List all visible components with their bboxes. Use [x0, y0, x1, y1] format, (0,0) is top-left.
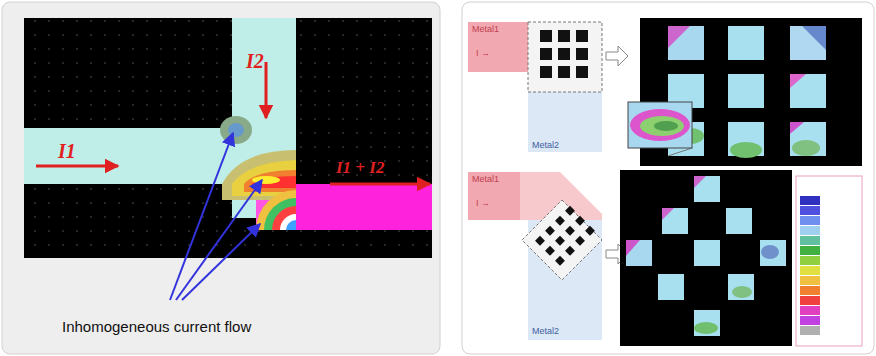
note-text: Inhomogeneous current flow: [62, 318, 251, 335]
via-square: [545, 246, 555, 256]
via-square: [585, 226, 595, 236]
scale-band: [800, 286, 820, 295]
via-square: [565, 206, 575, 216]
scale-band: [800, 296, 820, 305]
scale-band: [800, 216, 820, 225]
via-square: [545, 226, 555, 236]
layer-name: Metal1: [472, 174, 499, 184]
via-square: [535, 236, 545, 246]
via-square: [565, 226, 575, 236]
scale-band: [800, 306, 820, 315]
scale-band: [800, 316, 820, 325]
scale-band: [800, 276, 820, 285]
current-label: I →: [476, 198, 490, 208]
layer-name: Metal2: [532, 326, 559, 336]
via-square: [565, 246, 575, 256]
scale-band: [800, 326, 820, 335]
via-square: [555, 256, 565, 266]
current-label: I2: [246, 50, 264, 73]
scale-band: [800, 226, 820, 235]
scale-band: [800, 196, 820, 205]
via-square: [555, 216, 565, 226]
via-square: [575, 236, 585, 246]
layer-name: Metal2: [532, 140, 559, 150]
current-label: I →: [476, 48, 490, 58]
scale-band: [800, 236, 820, 245]
scale-band: [800, 256, 820, 265]
current-label: I1 + I2: [336, 158, 384, 178]
scale-band: [800, 206, 820, 215]
scale-band: [800, 266, 820, 275]
via-square: [555, 236, 565, 246]
current-label: I1: [58, 140, 76, 163]
scale-band: [800, 246, 820, 255]
via-square: [575, 216, 585, 226]
layer-name: Metal1: [472, 24, 499, 34]
